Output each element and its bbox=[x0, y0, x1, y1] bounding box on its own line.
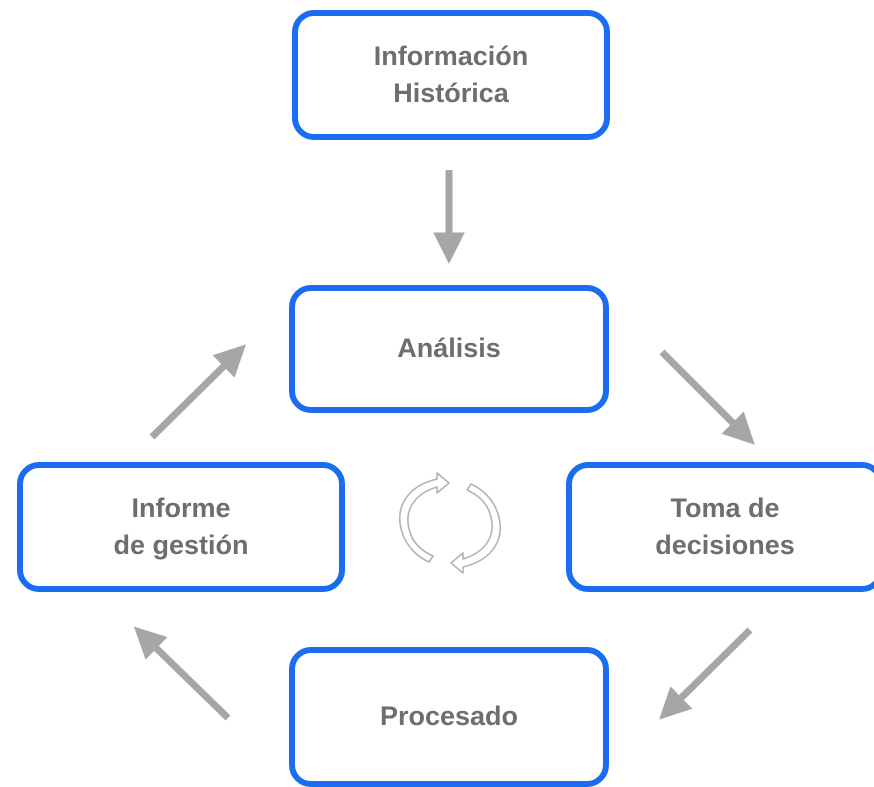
node-label: Análisis bbox=[397, 333, 501, 364]
node-analisis: Análisis bbox=[289, 285, 609, 413]
node-toma-de-decisiones: Toma de decisiones bbox=[566, 462, 874, 592]
node-procesado: Procesado bbox=[289, 647, 609, 787]
node-informe-de-gestion: Informe de gestión bbox=[17, 462, 345, 592]
arrow-informe-to-analisis bbox=[149, 344, 246, 440]
node-label: Toma de decisiones bbox=[655, 492, 795, 560]
arrow-procesado-to-informe bbox=[133, 626, 231, 721]
node-informacion-historica: Información Histórica bbox=[292, 10, 610, 140]
node-label: Informe de gestión bbox=[113, 492, 249, 560]
arrow-analisis-to-toma bbox=[659, 349, 755, 445]
node-label: Procesado bbox=[379, 701, 519, 732]
node-label: Información Histórica bbox=[373, 40, 529, 108]
cycle-arrows-icon bbox=[399, 472, 501, 574]
arrow-toma-to-procesado bbox=[659, 627, 753, 720]
